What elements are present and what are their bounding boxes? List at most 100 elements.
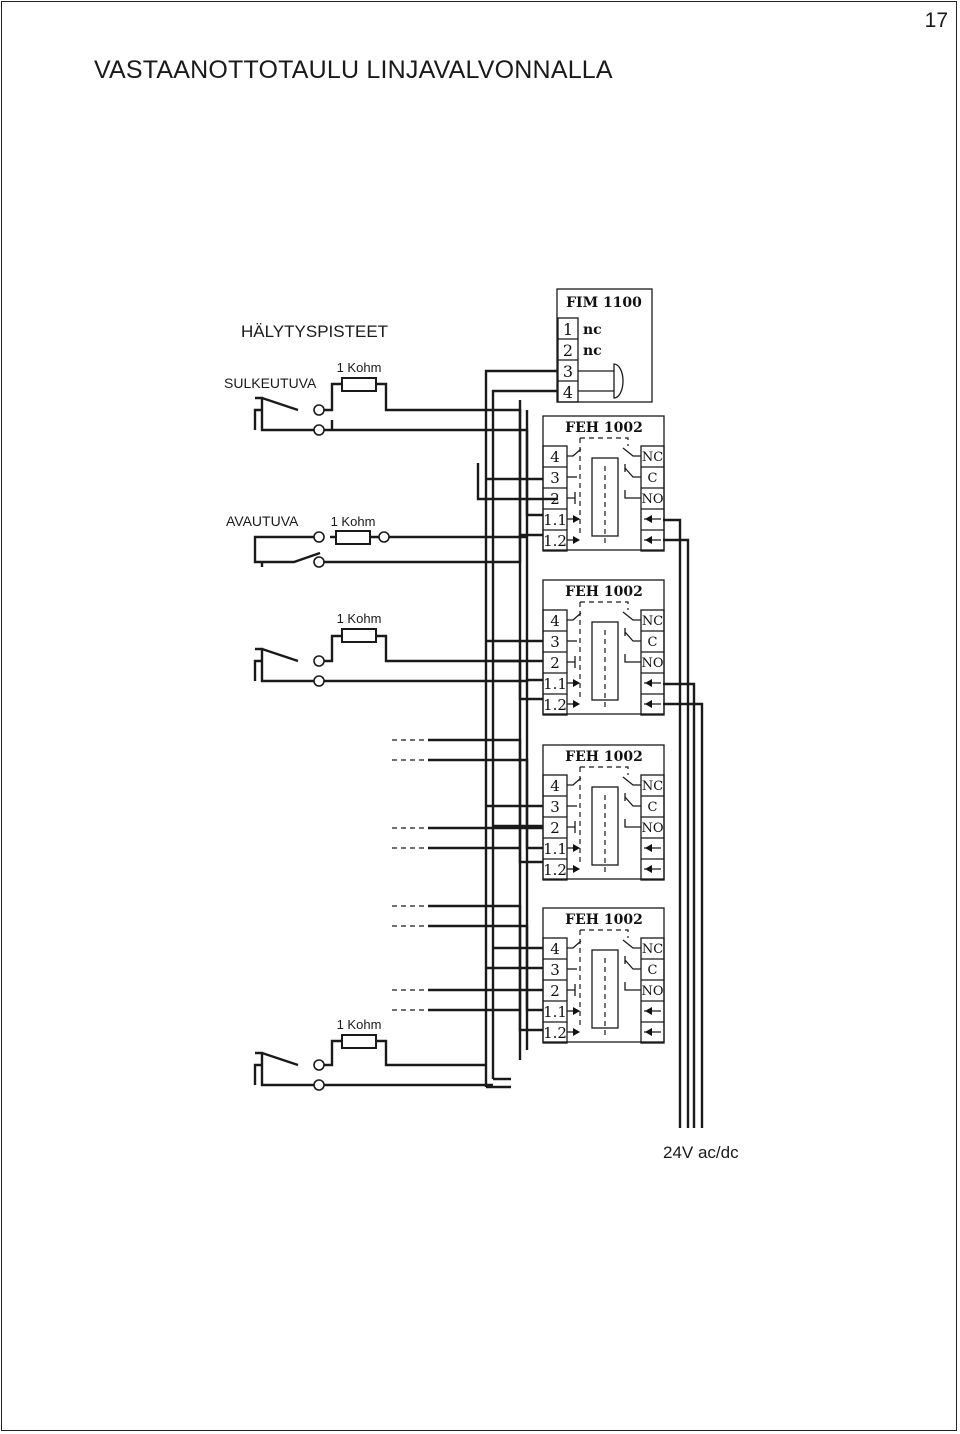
arrow-left-icon bbox=[645, 679, 652, 687]
fim-note-1: nc bbox=[583, 322, 602, 338]
feh-terminal-1-2: 1.2 bbox=[543, 696, 567, 714]
feh-terminal-4: 4 bbox=[550, 612, 560, 630]
feh-terminal-no: NO bbox=[641, 984, 663, 999]
fim-title: FIM 1100 bbox=[566, 295, 642, 311]
fim-module: FIM 1100 1 2 3 4 nc nc bbox=[556, 288, 653, 403]
feh-terminal-c: C bbox=[648, 471, 658, 486]
contact-switch bbox=[622, 447, 641, 457]
arrow-left-icon bbox=[645, 1028, 652, 1036]
relay-coil bbox=[591, 457, 619, 537]
fim-box bbox=[556, 288, 653, 403]
contact-switch bbox=[567, 940, 582, 949]
contact-switch bbox=[622, 611, 641, 621]
buzzer-icon bbox=[613, 363, 624, 399]
relay-coil bbox=[591, 949, 619, 1029]
feh-terminal-no: NO bbox=[641, 656, 663, 671]
terminal-circle bbox=[313, 675, 325, 687]
feh-module-4: FEH 1002 4 3 2 1.1 1.2 NC C NO bbox=[542, 907, 665, 1044]
terminal-circle bbox=[313, 1059, 325, 1071]
arrow-left-icon bbox=[645, 700, 652, 708]
feh-terminal-c: C bbox=[648, 800, 658, 815]
terminal-circle bbox=[313, 404, 325, 416]
feh-terminal-nc: NC bbox=[642, 614, 663, 629]
alarm-point-3: 1 Kohm bbox=[253, 611, 543, 701]
feh-terminal-1-2: 1.2 bbox=[543, 1024, 567, 1042]
feh-terminal-nc: NC bbox=[642, 779, 663, 794]
feh-terminal-3: 3 bbox=[550, 961, 560, 979]
contact-switch bbox=[567, 448, 582, 457]
feh-terminal-3: 3 bbox=[550, 469, 560, 487]
arrow-right-icon bbox=[573, 844, 580, 852]
relay-coil bbox=[591, 786, 619, 866]
resistor-label: 1 Kohm bbox=[337, 611, 382, 626]
resistor-icon bbox=[341, 1034, 377, 1049]
feh-terminal-4: 4 bbox=[550, 777, 560, 795]
alarm-point-1: 1 Kohm bbox=[253, 360, 558, 537]
arrow-right-icon bbox=[573, 679, 580, 687]
bus-wiring bbox=[484, 369, 704, 1128]
fim-terminal-1: 1 bbox=[563, 320, 573, 339]
arrow-left-icon bbox=[645, 844, 652, 852]
terminal-circle bbox=[313, 424, 325, 436]
feh-terminal-1-1: 1.1 bbox=[543, 675, 567, 693]
arrow-right-icon bbox=[573, 1007, 580, 1015]
arrow-right-icon bbox=[573, 515, 580, 523]
feh-terminal-no: NO bbox=[641, 492, 663, 507]
fim-note-2: nc bbox=[583, 343, 602, 359]
feh-title: FEH 1002 bbox=[565, 749, 643, 765]
feh-terminal-1-2: 1.2 bbox=[543, 861, 567, 879]
feh-terminal-1-1: 1.1 bbox=[543, 511, 567, 529]
feh-terminal-3: 3 bbox=[550, 798, 560, 816]
feh-terminal-c: C bbox=[648, 963, 658, 978]
terminal-circle bbox=[378, 531, 390, 543]
closing-label: SULKEUTUVA bbox=[224, 375, 317, 391]
feh-terminal-1-2: 1.2 bbox=[543, 532, 567, 550]
relay-coil bbox=[591, 621, 619, 701]
feh-terminal-1-1: 1.1 bbox=[543, 1003, 567, 1021]
page-number: 17 bbox=[924, 9, 948, 32]
resistor-label: 1 Kohm bbox=[337, 1017, 382, 1032]
feh-terminal-2: 2 bbox=[550, 654, 560, 672]
arrow-left-icon bbox=[645, 1007, 652, 1015]
resistor-icon bbox=[335, 530, 371, 545]
feh-terminal-nc: NC bbox=[642, 450, 663, 465]
feh-title: FEH 1002 bbox=[565, 912, 643, 928]
fim-terminal-4: 4 bbox=[563, 383, 573, 402]
contact-switch bbox=[622, 776, 641, 786]
alarm-points-label: HÄLYTYSPISTEET bbox=[241, 322, 388, 341]
arrow-right-icon bbox=[573, 1028, 580, 1036]
feh-terminal-2: 2 bbox=[550, 819, 560, 837]
alarm-point-5: 1 Kohm bbox=[253, 904, 543, 1091]
resistor-icon bbox=[341, 377, 377, 392]
feh-terminal-nc: NC bbox=[642, 942, 663, 957]
contact-switch bbox=[622, 939, 641, 949]
feh-terminal-1-1: 1.1 bbox=[543, 840, 567, 858]
resistor-label: 1 Kohm bbox=[337, 360, 382, 375]
feh-terminal-2: 2 bbox=[550, 982, 560, 1000]
terminal-circle bbox=[313, 531, 325, 543]
arrow-right-icon bbox=[573, 536, 580, 544]
terminal-circle bbox=[313, 655, 325, 667]
arrow-left-icon bbox=[645, 515, 652, 523]
fim-terminal-3: 3 bbox=[563, 362, 573, 381]
fim-terminal-2: 2 bbox=[563, 341, 573, 360]
arrow-right-icon bbox=[573, 700, 580, 708]
terminal-circle bbox=[313, 1079, 325, 1091]
feh-title: FEH 1002 bbox=[565, 420, 643, 436]
contact-switch bbox=[567, 612, 582, 621]
terminal-circle bbox=[313, 556, 325, 568]
feh-terminal-c: C bbox=[648, 635, 658, 650]
arrow-left-icon bbox=[645, 536, 652, 544]
resistor-icon bbox=[341, 628, 377, 643]
supply-label: 24V ac/dc bbox=[663, 1143, 739, 1162]
feh-terminal-4: 4 bbox=[550, 940, 560, 958]
opening-label: AVAUTUVA bbox=[226, 513, 299, 529]
arrow-right-icon bbox=[573, 865, 580, 873]
